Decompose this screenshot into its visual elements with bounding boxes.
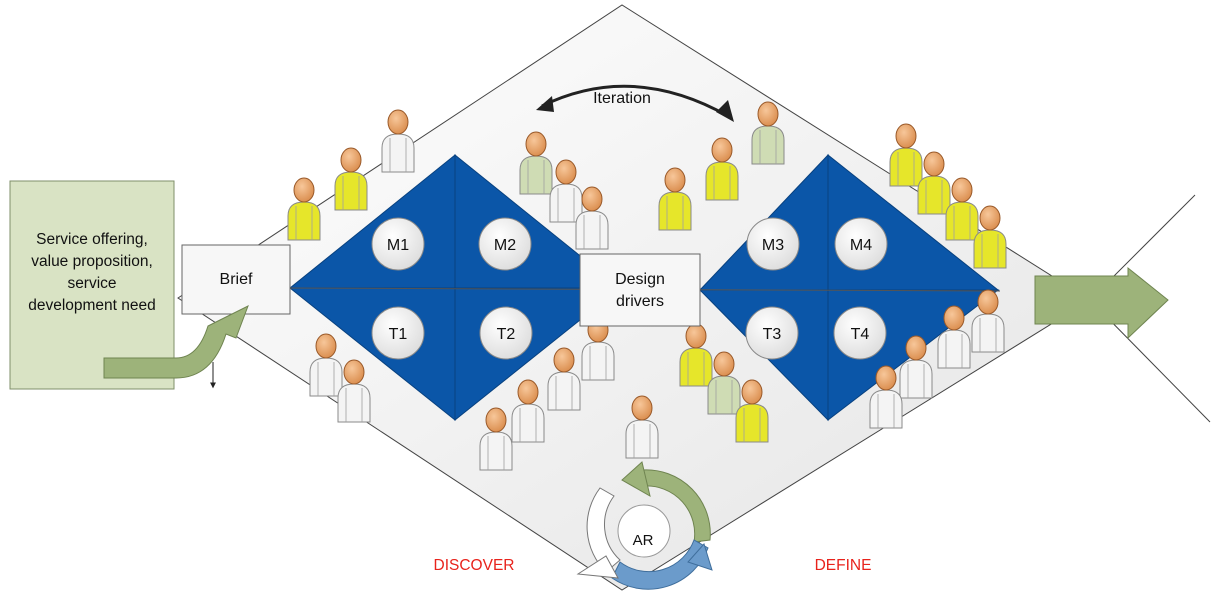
node-m3: M3 xyxy=(746,217,800,271)
input-box-line4: development need xyxy=(28,297,156,314)
iteration-arrow xyxy=(541,84,729,118)
input-box-line2: value proposition, xyxy=(31,253,153,270)
discover-label: DISCOVER xyxy=(434,557,515,574)
node-m2-label: M2 xyxy=(494,237,516,254)
node-t3-label: T3 xyxy=(763,326,782,343)
brief-label: Brief xyxy=(220,271,253,288)
person-icon xyxy=(973,205,1007,269)
define-label: DEFINE xyxy=(815,557,872,574)
iteration-label: Iteration xyxy=(593,90,651,107)
node-t1-label: T1 xyxy=(389,326,408,343)
node-t3: T3 xyxy=(745,306,799,360)
person-icon xyxy=(889,123,923,187)
person-icon xyxy=(917,151,951,215)
node-m4-label: M4 xyxy=(850,237,872,254)
node-t4: T4 xyxy=(833,306,887,360)
brief-box: Brief xyxy=(181,244,291,315)
input-box-line1: Service offering, xyxy=(36,231,148,248)
node-m1-label: M1 xyxy=(387,237,409,254)
ar-cycle: AR xyxy=(576,461,713,590)
iteration-arrowhead-left xyxy=(536,96,554,112)
node-m1: M1 xyxy=(371,217,425,271)
node-t1: T1 xyxy=(371,306,425,360)
input-box: Service offering, value proposition, ser… xyxy=(9,180,175,390)
design-drivers-label-line2: drivers xyxy=(616,293,664,310)
ar-label: AR xyxy=(633,532,654,549)
node-m4: M4 xyxy=(834,217,888,271)
person-icon xyxy=(287,177,321,241)
node-m2: M2 xyxy=(478,217,532,271)
iteration-arrowhead-right xyxy=(716,100,734,122)
output-green-arrow xyxy=(1034,266,1169,340)
design-drivers-label-line1: Design xyxy=(615,271,665,288)
input-box-line3: service xyxy=(67,275,116,292)
node-t2: T2 xyxy=(479,306,533,360)
person-icon xyxy=(945,177,979,241)
node-m3-label: M3 xyxy=(762,237,784,254)
curved-green-arrow xyxy=(103,304,249,379)
design-drivers-box: Design drivers xyxy=(579,253,701,327)
person-icon xyxy=(334,147,368,211)
person-icon xyxy=(381,109,415,173)
node-t4-label: T4 xyxy=(851,326,870,343)
node-t2-label: T2 xyxy=(497,326,516,343)
